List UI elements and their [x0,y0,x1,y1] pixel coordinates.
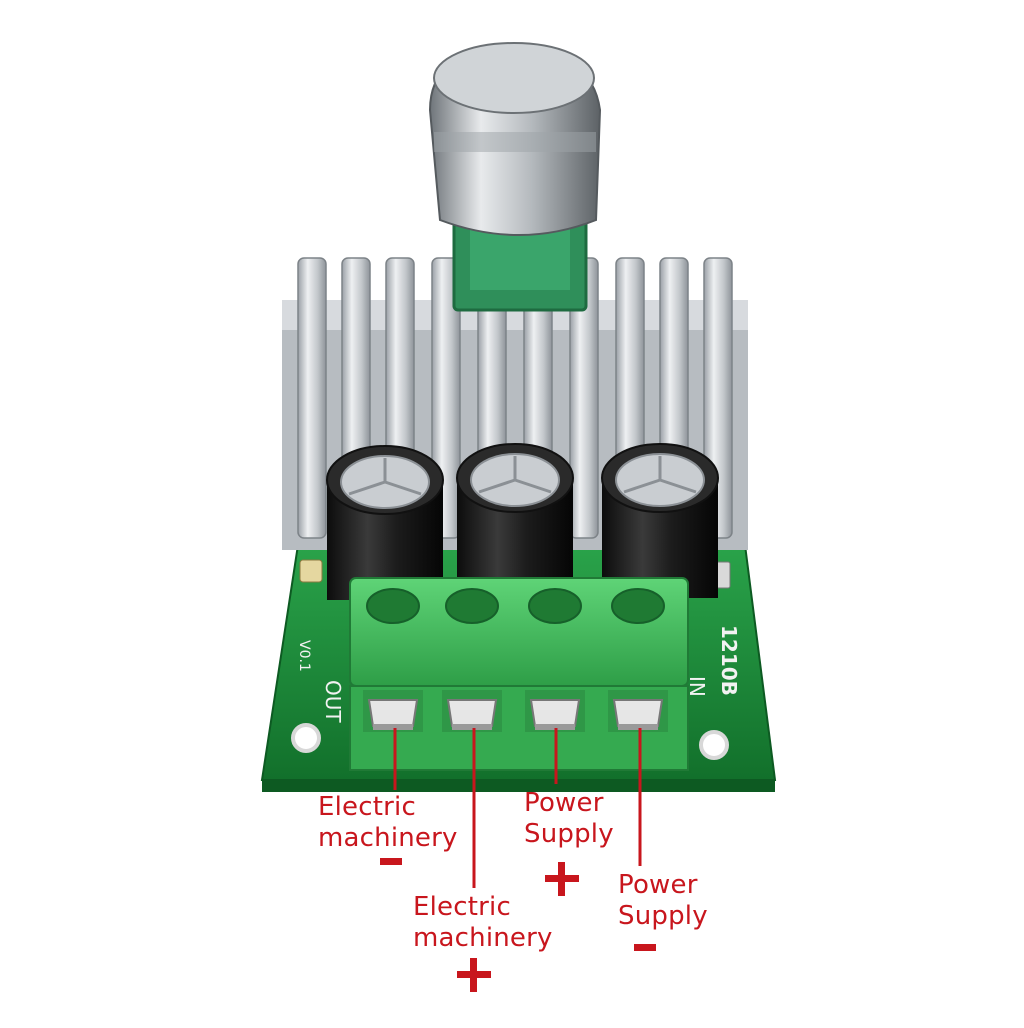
heatsink-fin [297,257,327,539]
label-motor-positive: Electric machinery [413,892,553,954]
label-power-positive: Power Supply [524,788,614,850]
label-line-2: machinery [318,823,458,853]
terminal-screw [442,690,502,732]
capacitor [456,443,574,598]
terminal-hole [528,588,582,624]
terminal-screw [608,690,668,732]
mounting-hole-right [699,730,729,760]
terminal-screw [363,690,423,732]
terminal-hole [366,588,420,624]
mounting-hole-left [291,723,321,753]
terminal-hole [445,588,499,624]
capacitors [326,443,719,600]
potentiometer-knob [428,42,602,312]
label-line-2: Supply [524,819,614,849]
capacitor [326,445,444,600]
label-line-1: Electric [318,792,416,822]
label-line-2: machinery [413,923,553,953]
capacitor [601,443,719,598]
minus-sign [380,858,402,865]
board-out-text: OUT [321,680,345,723]
label-line-1: Power [618,870,698,900]
minus-sign [634,944,656,951]
board-in-text: IN [685,676,709,697]
plus-sign [457,958,491,992]
label-power-negative: Power Supply [618,870,708,932]
terminal-screw [525,690,585,732]
terminal-hole [611,588,665,624]
label-line-1: Power [524,788,604,818]
board-model-text: 1210B [717,625,741,696]
label-motor-negative: Electric machinery [318,792,458,854]
board-version-text: V0.1 [296,640,312,672]
pointer-lines [393,728,642,888]
label-line-2: Supply [618,901,708,931]
plus-sign [545,862,579,896]
label-line-1: Electric [413,892,511,922]
terminal-block [349,577,689,771]
smd-component [299,559,323,583]
